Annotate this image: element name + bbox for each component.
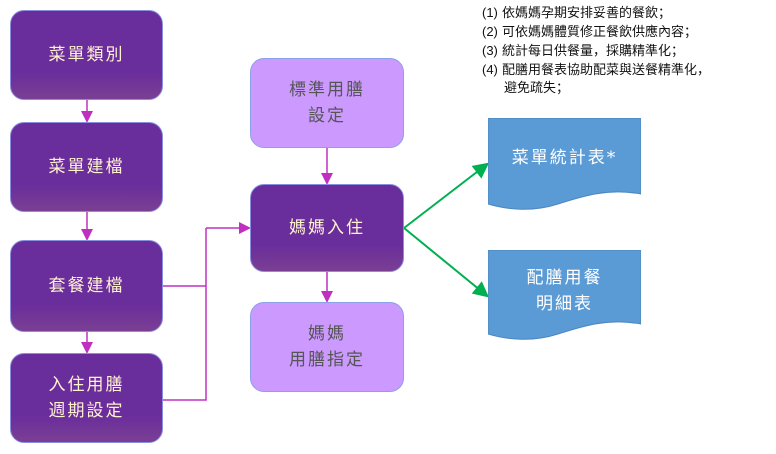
box-label-line2: 用膳指定 [289,350,365,370]
box-mother-meal-assign[interactable]: 媽媽 用膳指定 [250,302,404,392]
box-label: 菜單類別 [48,45,125,65]
arrow-checkin-to-detail [403,227,490,298]
doc-label-line2: 明細表 [536,294,593,314]
box-menu-build[interactable]: 菜單建檔 [10,122,163,212]
note-item: (1) 依媽媽孕期安排妥善的餐飲； [482,5,672,21]
notes-list: (1) 依媽媽孕期安排妥善的餐飲； (2) 可依媽媽體質修正餐飲供應內容； (3… [482,4,710,98]
note-item: (3) 統計每日供餐量，採購精準化； [482,43,685,59]
connector-cycle-to-merge [163,228,207,401]
note-item: (4) 配膳用餐表協助配菜與送餐精準化， [482,62,711,78]
document-shape-icon [488,118,641,210]
doc-meal-detail[interactable]: 配膳用餐 明細表 [488,250,641,342]
note-item-continuation: 避免疏失； [504,81,570,96]
box-label-line1: 標準用膳 [289,80,365,100]
box-label-line2: 週期設定 [48,401,125,421]
box-label: 套餐建檔 [48,276,125,296]
box-mother-check-in[interactable]: 媽媽入住 [250,184,404,272]
box-label-line2: 設定 [308,106,346,126]
box-label-line1: 入住用膳 [48,375,125,395]
box-stay-meal-cycle[interactable]: 入住用膳 週期設定 [10,353,163,443]
box-set-meal-build[interactable]: 套餐建檔 [10,240,163,332]
box-label: 媽媽入住 [289,218,365,238]
doc-menu-statistics[interactable]: 菜單統計表* [488,118,641,212]
box-menu-category[interactable]: 菜單類別 [10,10,163,100]
arrow-checkin-to-statistics [403,162,490,229]
note-item: (2) 可依媽媽體質修正餐飲供應內容； [482,24,698,40]
document-shape-icon [488,250,641,340]
doc-label-line1: 配膳用餐 [526,268,603,288]
box-label-line1: 媽媽 [308,324,346,344]
box-label: 菜單建檔 [48,157,125,177]
doc-label: 菜單統計表* [511,148,618,168]
box-standard-meal-setting[interactable]: 標準用膳 設定 [250,58,404,148]
